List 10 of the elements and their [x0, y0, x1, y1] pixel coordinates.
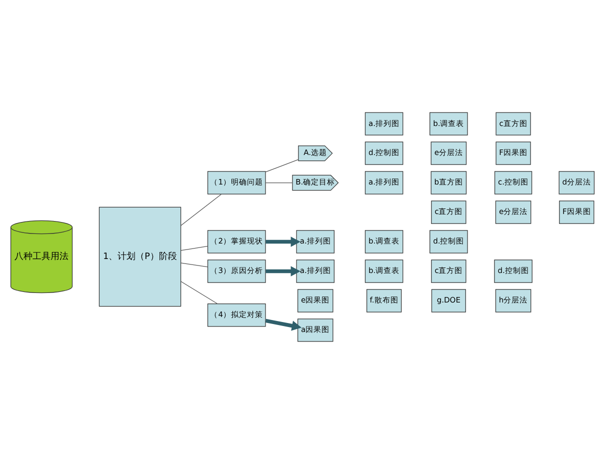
arrow [266, 266, 300, 276]
connector [180, 262, 208, 268]
arrow [265, 318, 302, 331]
node-box: 1、计划（P）阶段 [98, 206, 182, 307]
connector [180, 281, 218, 304]
connector [265, 182, 293, 184]
connector [180, 194, 222, 226]
arrow [266, 236, 300, 247]
connector [180, 246, 208, 251]
connector [265, 159, 299, 172]
